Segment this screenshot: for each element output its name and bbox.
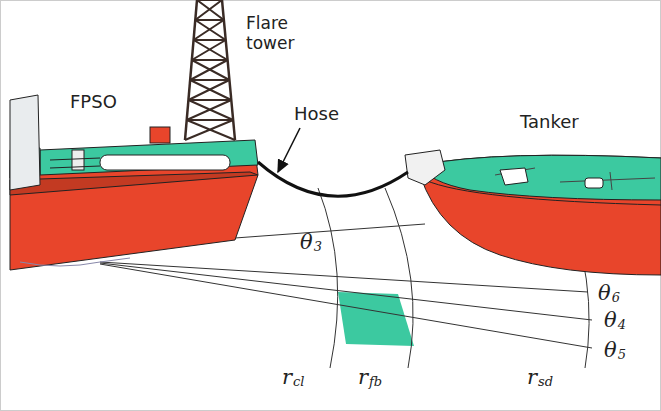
tanker bbox=[405, 150, 661, 275]
radius-label: rcl bbox=[282, 375, 306, 388]
angle-label: θ5 bbox=[604, 348, 627, 361]
feasible-band bbox=[338, 292, 414, 346]
radius-label: rsd bbox=[527, 375, 554, 388]
part-name: Tanker bbox=[520, 112, 579, 133]
part-name: FPSO bbox=[70, 92, 117, 113]
fpso bbox=[10, 95, 258, 270]
radius-label: rfb bbox=[358, 375, 383, 388]
angle-label: θ4 bbox=[604, 318, 627, 331]
hose-leader bbox=[278, 128, 300, 172]
angle-label: θ6 bbox=[598, 291, 621, 304]
part-name: Hose bbox=[294, 104, 339, 125]
flare-tower bbox=[185, 0, 235, 140]
angle-label: θ3 bbox=[300, 240, 323, 253]
part-name: Flare tower bbox=[246, 14, 306, 53]
